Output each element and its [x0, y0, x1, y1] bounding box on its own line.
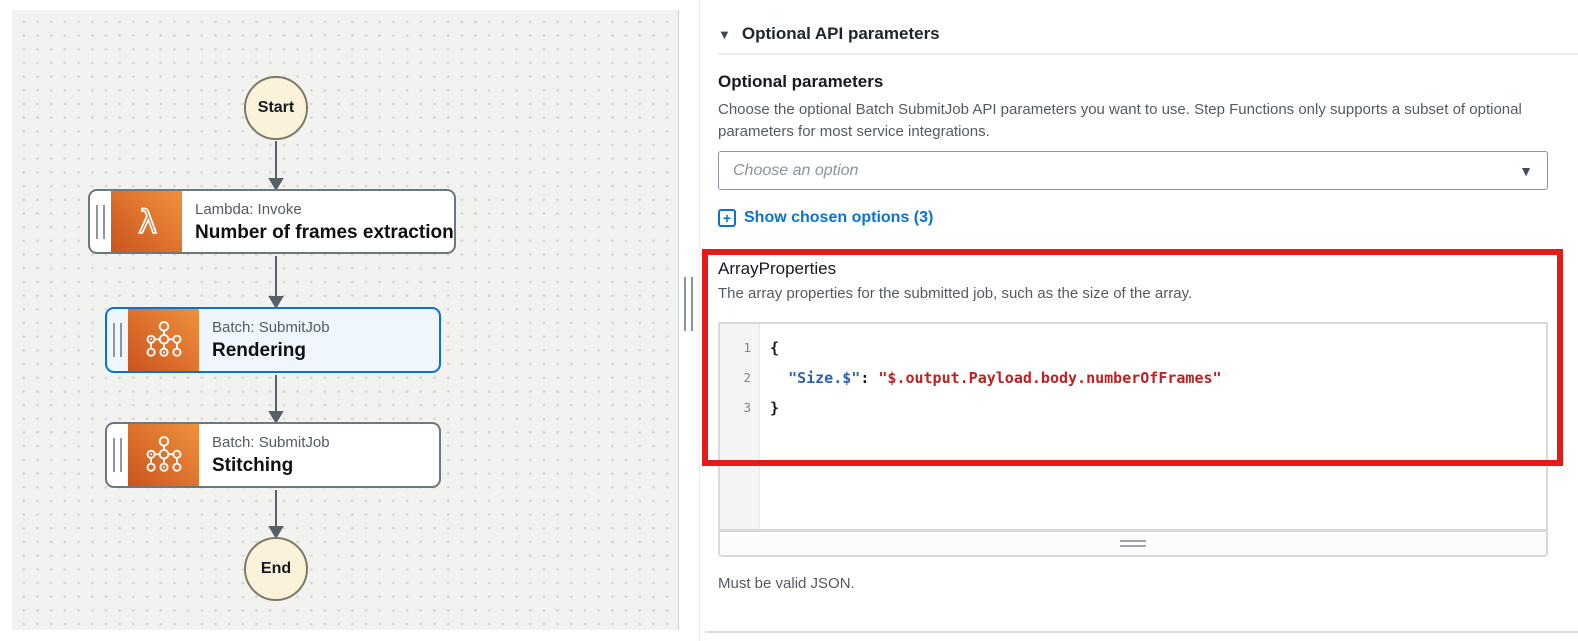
workflow-canvas[interactable]: Start λ Lambda: Invoke Number of frames …: [0, 0, 679, 641]
start-node[interactable]: Start: [244, 76, 308, 140]
select-placeholder: Choose an option: [733, 161, 859, 179]
drag-handle-icon[interactable]: [113, 438, 122, 472]
state-name-label: Rendering: [212, 340, 306, 361]
array-properties-label: ArrayProperties: [718, 259, 837, 278]
resize-grip-icon: [1120, 540, 1146, 547]
config-panel: ▼ Optional API parameters Optional param…: [700, 0, 1578, 641]
section-title: Optional API parameters: [741, 24, 940, 43]
lambda-service-icon: λ: [111, 191, 182, 252]
state-name-label: Number of frames extraction: [195, 221, 454, 243]
service-action-label: Batch: SubmitJob: [212, 319, 330, 336]
service-action-label: Lambda: Invoke: [195, 200, 302, 218]
panel-bottom-divider: [705, 631, 1578, 633]
batch-service-icon: [128, 309, 199, 371]
state-node-batch-stitching[interactable]: Batch: SubmitJob Stitching: [105, 422, 441, 488]
section-divider: [718, 53, 1578, 55]
end-node[interactable]: End: [244, 537, 308, 601]
drag-handle-icon[interactable]: [113, 323, 122, 357]
chevron-down-icon: ▼: [1519, 162, 1533, 179]
optional-parameters-description: Choose the optional Batch SubmitJob API …: [718, 101, 1522, 140]
service-action-label: Batch: SubmitJob: [212, 434, 330, 451]
drag-handle-icon[interactable]: [96, 204, 105, 239]
array-properties-description: The array properties for the submitted j…: [718, 285, 1193, 302]
chevron-down-icon: ▼: [718, 26, 731, 42]
optional-api-parameters-section-toggle[interactable]: ▼ Optional API parameters: [718, 24, 940, 44]
json-validation-hint: Must be valid JSON.: [718, 575, 855, 592]
show-chosen-options-label: Show chosen options (3): [744, 209, 934, 226]
optional-parameters-label: Optional parameters: [718, 72, 884, 91]
state-name-label: Stitching: [212, 455, 294, 476]
state-node-lambda-invoke[interactable]: λ Lambda: Invoke Number of frames extrac…: [88, 189, 456, 254]
optional-parameters-select[interactable]: Choose an option ▼: [718, 151, 1548, 190]
panel-splitter: [679, 0, 700, 641]
editor-resize-bar[interactable]: [718, 531, 1548, 557]
show-chosen-options-link[interactable]: + Show chosen options (3): [718, 209, 933, 227]
expand-plus-icon: +: [718, 209, 736, 227]
panel-resize-handle-icon[interactable]: [684, 277, 693, 331]
state-node-batch-rendering[interactable]: Batch: SubmitJob Rendering: [105, 307, 441, 373]
code-lines[interactable]: { "Size.$": "$.output.Payload.body.numbe…: [770, 339, 1222, 417]
batch-service-icon: [128, 424, 199, 486]
svg-text:λ: λ: [138, 204, 157, 240]
